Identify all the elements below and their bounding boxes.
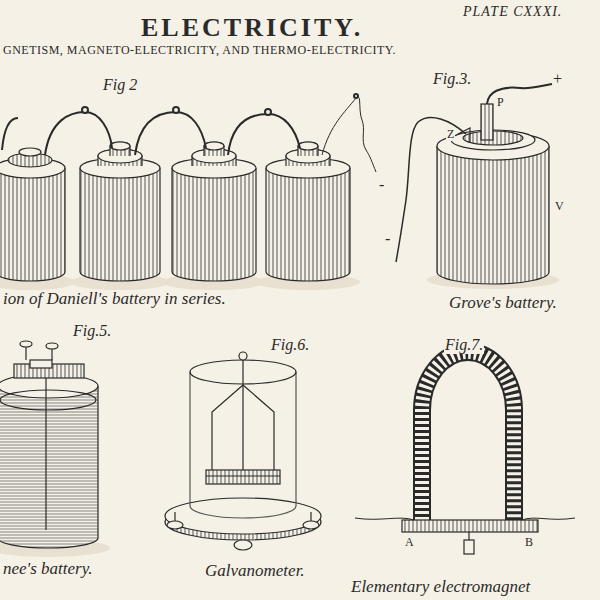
terminal-sign: - xyxy=(384,230,391,248)
part-letter: A xyxy=(404,536,415,549)
part-letter: Z xyxy=(446,128,455,141)
figure-caption: Elementary electromagnet xyxy=(350,578,531,597)
plate-subtitle: GNETISM, MAGNETO-ELECTRICITY, AND THERMO… xyxy=(2,44,397,57)
connecting-wires xyxy=(2,94,376,172)
figure-number: Fig.5. xyxy=(72,322,112,340)
smee-cell xyxy=(0,341,110,557)
figure-number: Fig.7. xyxy=(444,336,484,354)
galvanometer xyxy=(165,352,321,550)
part-letter: V xyxy=(554,200,565,213)
figure-caption: ion of Daniell's battery in series. xyxy=(2,290,227,309)
plate-title: ELECTRICITY. xyxy=(140,14,364,43)
terminal-sign: - xyxy=(378,176,385,194)
electromagnet xyxy=(355,352,575,554)
part-letter: P xyxy=(496,96,505,109)
figure-caption: Galvanometer. xyxy=(204,562,306,581)
terminal-sign: + xyxy=(552,70,563,88)
figure-caption: nee's battery. xyxy=(2,560,94,579)
daniell-cells xyxy=(0,142,360,290)
figure-number: Fig.3. xyxy=(432,70,472,88)
part-letter: B xyxy=(524,536,534,549)
figure-caption: Grove's battery. xyxy=(448,294,558,313)
plate-number: PLATE CXXXI. xyxy=(462,4,563,19)
figure-number: Fig 2 xyxy=(102,76,138,94)
grove-cell xyxy=(396,84,559,289)
figure-number: Fig.6. xyxy=(270,336,310,354)
